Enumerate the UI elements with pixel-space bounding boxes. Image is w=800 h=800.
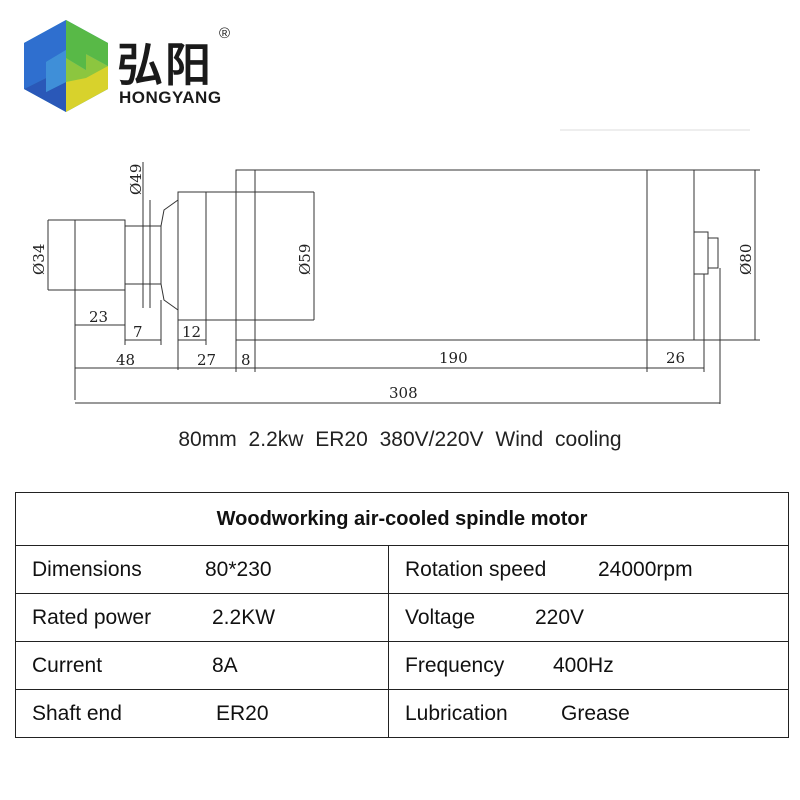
dim-12: 12	[182, 323, 201, 341]
spec-value: 80*230	[205, 557, 272, 581]
dim-23: 23	[89, 308, 108, 326]
spindle-dimension-drawing: Ø49 Ø34 Ø59 Ø80 23 7 12 48 27 8 190 26 3…	[30, 129, 760, 404]
spec-value: 400Hz	[553, 653, 614, 677]
table-row: Current 8A Frequency 400Hz	[15, 641, 790, 690]
dim-d59: Ø59	[296, 244, 314, 275]
table-row: Shaft end ER20 Lubrication Grease	[15, 689, 790, 738]
dim-7: 7	[133, 323, 143, 341]
spec-table-title: Woodworking air-cooled spindle motor	[14, 492, 790, 546]
spec-value: 220V	[535, 605, 585, 629]
spec-label: Voltage	[405, 605, 476, 629]
spec-value: 2.2KW	[212, 605, 276, 629]
spec-label: Rated power	[32, 605, 152, 629]
spec-label: Dimensions	[32, 557, 142, 581]
dim-d49: Ø49	[127, 164, 145, 195]
motor-outline	[74, 169, 719, 341]
spec-label: Lubrication	[405, 701, 508, 725]
brand-english-name: HONGYANG	[119, 88, 222, 107]
dim-d34: Ø34	[30, 244, 48, 275]
spec-label: Frequency	[405, 653, 505, 677]
dim-26: 26	[666, 349, 685, 367]
dimension-lines	[47, 162, 760, 404]
spec-label: Rotation speed	[405, 557, 547, 581]
spec-label: Shaft end	[32, 701, 122, 725]
table-row: Dimensions 80*230 Rotation speed 24000rpm	[15, 545, 790, 594]
hongyang-logo-icon	[24, 20, 108, 112]
spec-value: 24000rpm	[598, 557, 693, 581]
spec-label: Current	[32, 653, 103, 677]
dim-d80: Ø80	[737, 244, 755, 275]
spec-value: Grease	[561, 701, 630, 725]
dim-190: 190	[439, 349, 468, 367]
spec-value: 8A	[212, 653, 238, 677]
registered-mark: ®	[219, 25, 231, 42]
dim-308: 308	[389, 384, 418, 402]
dim-8: 8	[241, 351, 251, 369]
spec-value: ER20	[216, 701, 269, 725]
spec-caption: 80mm 2.2kw ER20 380V/220V Wind cooling	[178, 428, 622, 451]
dim-27: 27	[197, 351, 216, 369]
brand-logo: 弘阳 ® HONGYANG	[24, 20, 234, 115]
brand-chinese-name: 弘阳	[117, 38, 213, 92]
dim-48: 48	[116, 351, 135, 369]
table-row: Rated power 2.2KW Voltage 220V	[15, 593, 790, 642]
spec-table: Woodworking air-cooled spindle motor Dim…	[14, 492, 790, 738]
